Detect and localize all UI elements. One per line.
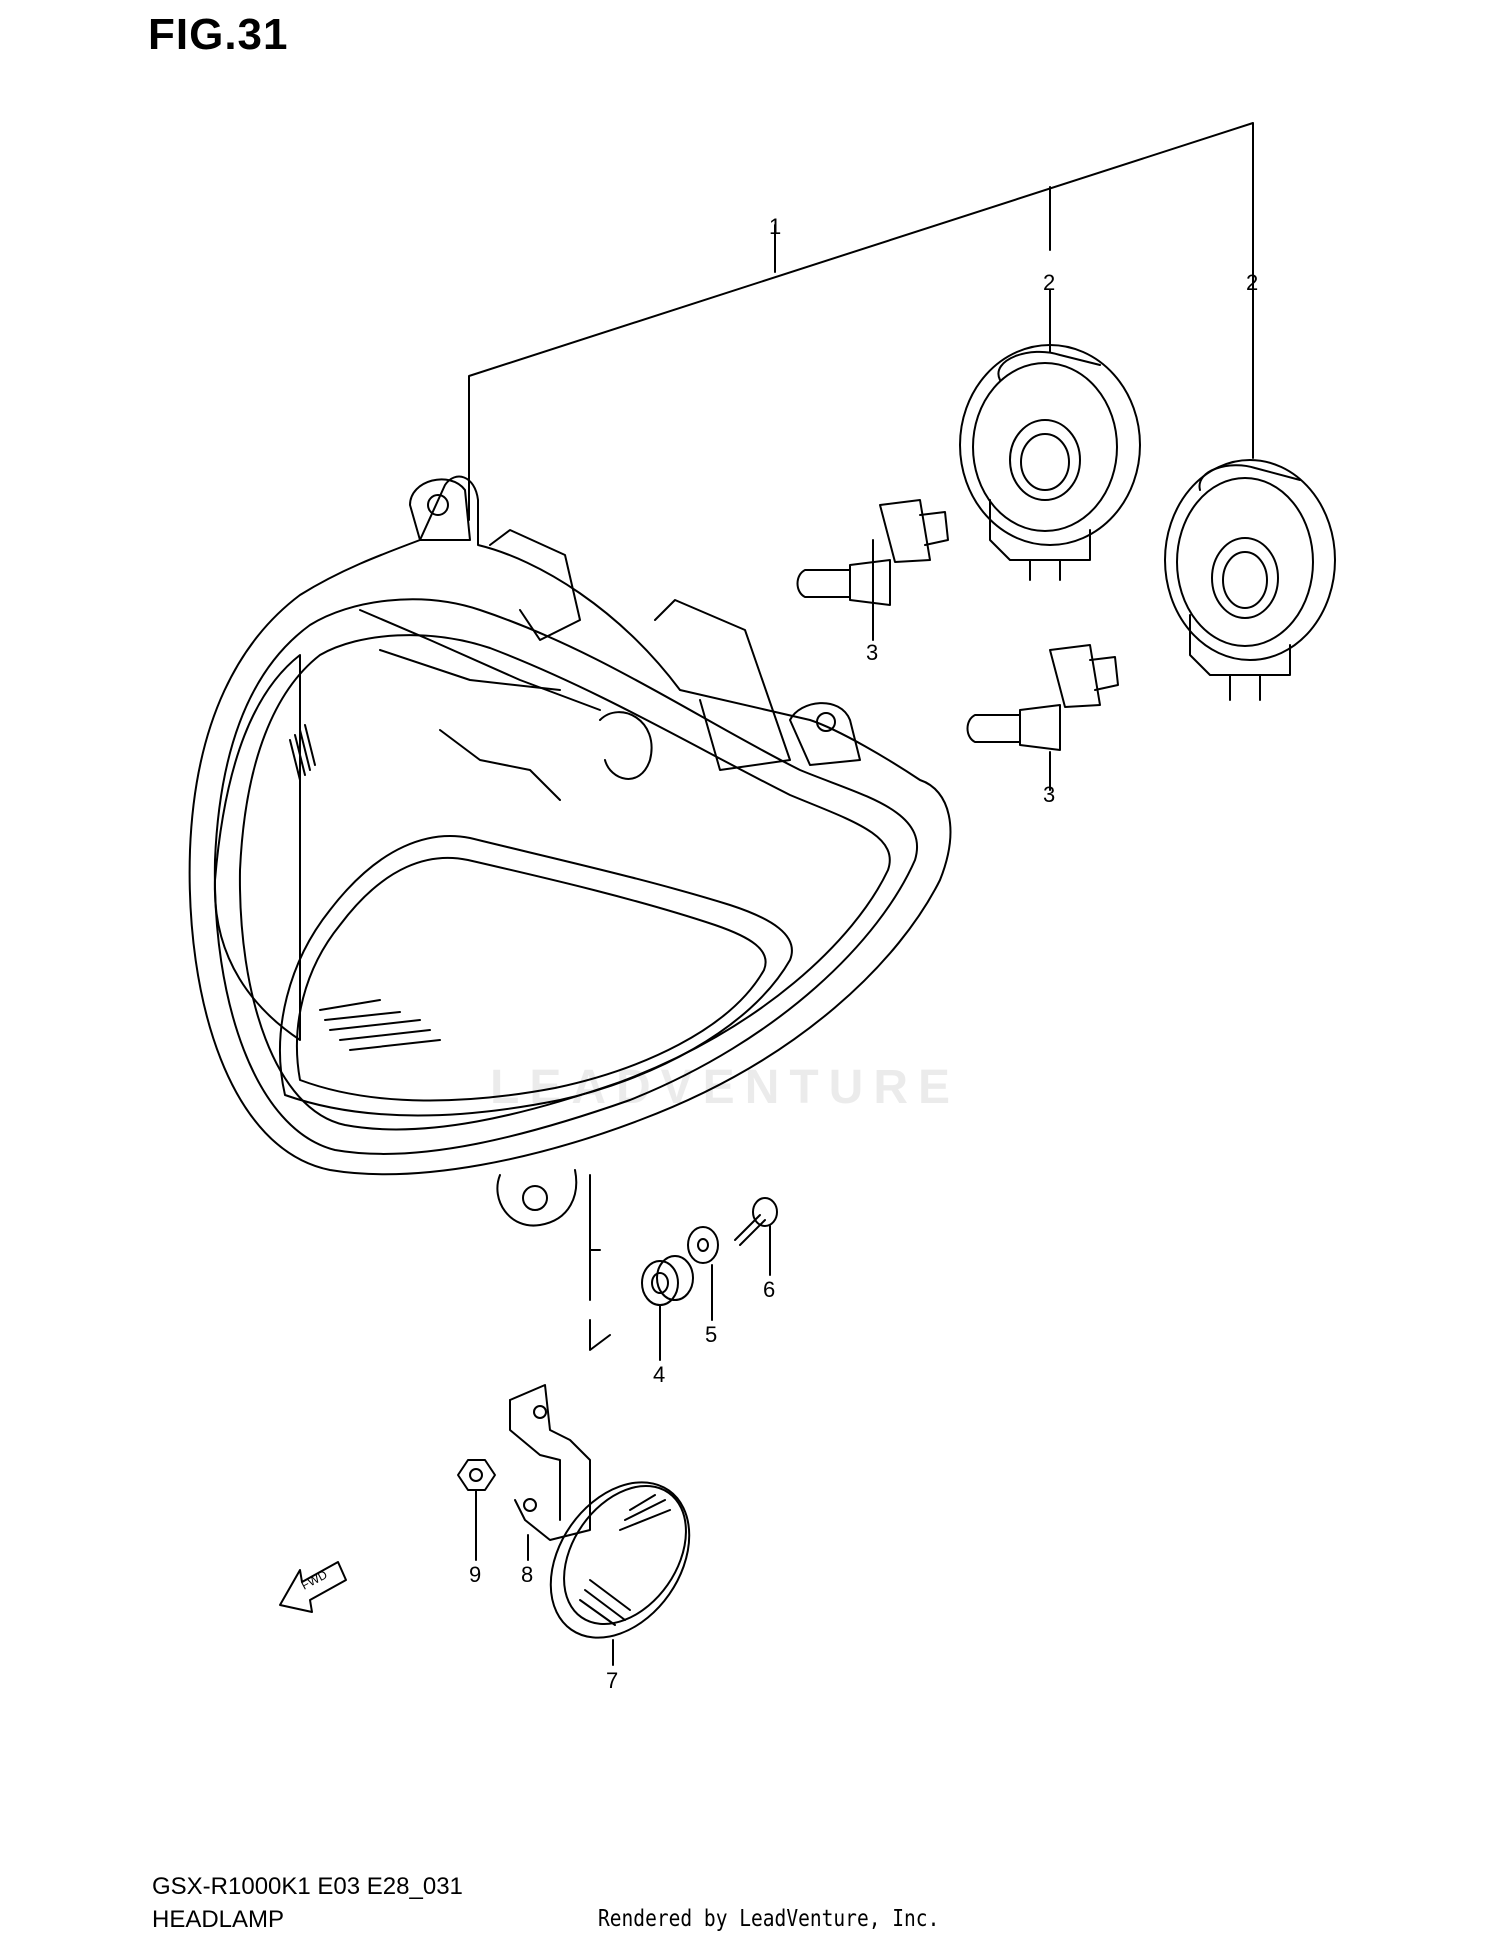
callout-2a: 2 bbox=[1043, 270, 1055, 295]
callout-3a: 3 bbox=[866, 640, 878, 665]
bulb-socket-cover-1 bbox=[959, 344, 1141, 581]
render-credit: Rendered by LeadVenture, Inc. bbox=[598, 1906, 940, 1932]
callout-1: 1 bbox=[769, 214, 781, 239]
callout-8: 8 bbox=[521, 1562, 533, 1587]
bulb-2 bbox=[966, 644, 1119, 791]
screw bbox=[734, 1197, 778, 1276]
reflector bbox=[549, 1481, 691, 1666]
bracket bbox=[509, 1384, 591, 1561]
callout-4: 4 bbox=[653, 1362, 665, 1387]
callout-5: 5 bbox=[705, 1322, 717, 1347]
callout-7: 7 bbox=[606, 1668, 618, 1693]
headlamp-assembly bbox=[188, 475, 952, 1351]
model-code: GSX-R1000K1 E03 E28_031 bbox=[152, 1873, 463, 1900]
leader-lines bbox=[468, 122, 1254, 521]
fwd-arrow-icon: FWD bbox=[279, 1561, 347, 1613]
callout-2b: 2 bbox=[1246, 270, 1258, 295]
bulb-1 bbox=[796, 499, 949, 606]
grommet bbox=[641, 1255, 694, 1361]
callout-labels: 1 2 2 3 3 4 5 6 7 8 9 bbox=[469, 214, 1258, 1693]
nut bbox=[457, 1459, 496, 1561]
bulb-socket-cover-2 bbox=[1164, 459, 1336, 701]
washer bbox=[687, 1226, 719, 1321]
section-name: HEADLAMP bbox=[152, 1906, 285, 1933]
callout-6: 6 bbox=[763, 1277, 775, 1302]
callout-9: 9 bbox=[469, 1562, 481, 1587]
figure-title: FIG.31 bbox=[148, 10, 289, 59]
callout-3b: 3 bbox=[1043, 782, 1055, 807]
watermark-text: LEADVENTURE bbox=[490, 1061, 961, 1114]
